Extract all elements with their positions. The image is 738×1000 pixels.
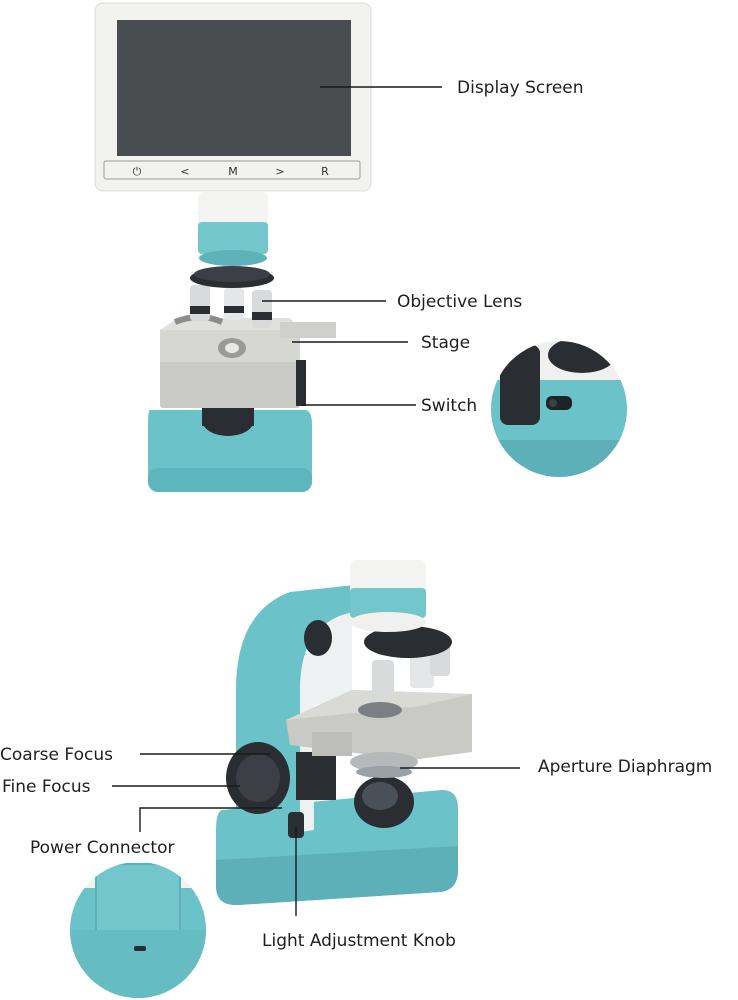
screen-button-right[interactable]: > (275, 165, 284, 178)
power-connector-detail-inset (70, 862, 206, 998)
bottom-microscope-illustration (216, 560, 472, 906)
label-display-screen: Display Screen (457, 78, 584, 98)
label-coarse-focus: Coarse Focus (0, 745, 113, 765)
leader-power-connector (139, 807, 282, 832)
label-light-adjustment-knob: Light Adjustment Knob (262, 931, 456, 951)
label-switch: Switch (421, 396, 477, 416)
label-aperture-diaphragm: Aperture Diaphragm (538, 757, 712, 777)
switch-detail-inset (491, 341, 627, 477)
label-fine-focus: Fine Focus (2, 777, 91, 797)
screen-button-reset[interactable]: R (321, 165, 329, 178)
label-power-connector: Power Connector (30, 838, 174, 858)
label-stage: Stage (421, 333, 470, 353)
top-microscope-illustration (94, 2, 372, 492)
screen-button-power[interactable]: ⏻ (133, 165, 142, 178)
screen-button-row: ⏻ < M > R (133, 165, 330, 178)
label-objective-lens: Objective Lens (397, 292, 522, 312)
screen-button-left[interactable]: < (180, 165, 189, 178)
screen-button-menu[interactable]: M (228, 165, 238, 178)
labels: Display Screen Objective Lens Stage Swit… (0, 78, 712, 951)
leader-lines (112, 86, 520, 916)
